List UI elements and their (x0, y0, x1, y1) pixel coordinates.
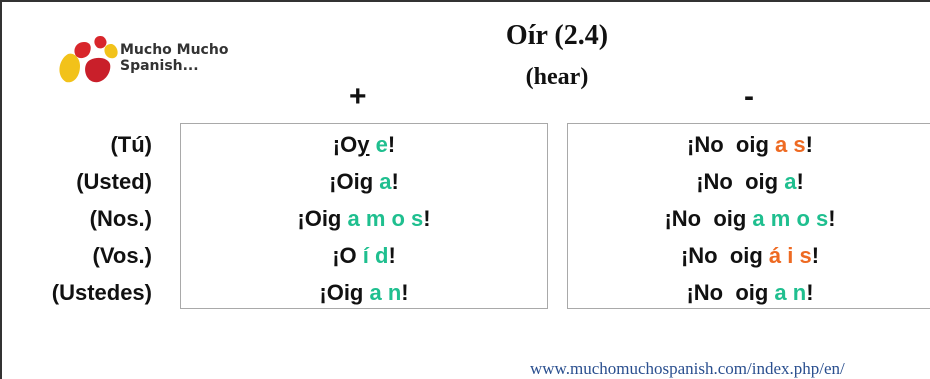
verb-part: ! (811, 243, 820, 268)
pronoun-label: (Ustedes) (51, 280, 152, 305)
brand-name-line2: Spanish... (120, 58, 199, 74)
verb-part: ! (806, 280, 814, 305)
verb-part: ¡Oig (297, 206, 348, 231)
verb-part: ¡No oig (686, 280, 775, 305)
verb-part: ! (387, 132, 396, 157)
pronoun-labels: (Tú) (Usted) (Nos.) (Vos.) (Ustedes) (2, 126, 152, 311)
pronoun-label: (Usted) (76, 169, 152, 194)
brand-name: Mucho Mucho Spanish... (120, 42, 228, 74)
negative-command-row: ¡No oig á i s! (568, 237, 930, 274)
brand-name-line1: Mucho Mucho (120, 42, 229, 58)
verb-part: ! (423, 206, 431, 231)
pronoun-label: (Tú) (110, 132, 152, 157)
verb-ending: í d (362, 243, 389, 268)
page-title: Oír (2.4) (505, 20, 609, 51)
pronoun-label: (Nos.) (89, 206, 152, 231)
verb-part: ! (388, 243, 396, 268)
verb-part: ¡O (332, 132, 358, 157)
verb-part: ! (796, 169, 804, 194)
positive-command-row: ¡Oig a n! (181, 274, 547, 311)
verb-part: ! (828, 206, 836, 231)
negative-command-row: ¡No oig a! (568, 163, 930, 200)
verb-ending: a (784, 169, 797, 194)
positive-command-row: ¡Oy e! (181, 126, 547, 163)
page-subtitle: (hear) (525, 64, 589, 90)
negative-command-row: ¡No oig a m o s! (568, 200, 930, 237)
verb-ending: a m o s (752, 206, 829, 231)
verb-ending: a s (775, 132, 806, 157)
verb-part: ! (391, 169, 399, 194)
negative-commands-list: ¡No oig a s!¡No oig a!¡No oig a m o s!¡N… (568, 126, 930, 311)
pronoun-label: (Vos.) (92, 243, 152, 268)
verb-part: ¡O (332, 243, 363, 268)
positive-header: + (349, 80, 367, 113)
mucho-mucho-spanish-logo-icon (59, 36, 118, 83)
verb-ending: y (357, 132, 370, 157)
website-url: www.muchomuchospanish.com/index.php/en/ (530, 359, 845, 378)
verb-part: ¡Oig (319, 280, 370, 305)
positive-command-row: ¡Oig a! (181, 163, 547, 200)
negative-commands-box: ¡No oig a s!¡No oig a!¡No oig a m o s!¡N… (567, 123, 930, 309)
positive-command-row: ¡O í d! (181, 237, 547, 274)
positive-command-row: ¡Oig a m o s! (181, 200, 547, 237)
verb-part: ¡Oig (329, 169, 380, 194)
verb-part: ¡No oig (664, 206, 753, 231)
negative-command-row: ¡No oig a n! (568, 274, 930, 311)
verb-ending: a m o s (347, 206, 424, 231)
verb-part: ¡No oig (687, 132, 776, 157)
positive-commands-list: ¡Oy e!¡Oig a!¡Oig a m o s!¡O í d!¡Oig a … (181, 126, 547, 311)
verb-ending: a (379, 169, 392, 194)
verb-ending: a n (369, 280, 402, 305)
verb-ending: á i s (768, 243, 812, 268)
verb-part: ¡No oig (696, 169, 785, 194)
verb-ending: e (375, 132, 388, 157)
verb-part: ! (401, 280, 409, 305)
positive-commands-box: ¡Oy e!¡Oig a!¡Oig a m o s!¡O í d!¡Oig a … (180, 123, 548, 309)
verb-part: ! (805, 132, 813, 157)
negative-header: - (744, 80, 754, 113)
verb-part: ¡No oig (680, 243, 769, 268)
negative-command-row: ¡No oig a s! (568, 126, 930, 163)
verb-ending: a n (774, 280, 807, 305)
